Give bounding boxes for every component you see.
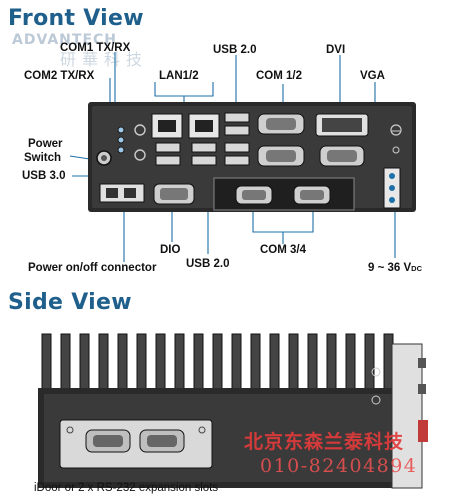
- dvi-label: DVI: [326, 44, 346, 56]
- com12-label: COM 1/2: [256, 70, 303, 82]
- screw-hole: [134, 149, 146, 161]
- heatsink-fin: [345, 333, 356, 391]
- dvi-port: [315, 113, 369, 137]
- heatsink-fin: [212, 333, 223, 391]
- side-end-bracket: [391, 343, 423, 489]
- dealer-stamp-phone: 010-82404894: [260, 455, 418, 477]
- dc-input-terminal: [383, 167, 401, 209]
- dio-label: DIO: [160, 244, 181, 256]
- usb30-label: USB 3.0: [22, 170, 66, 182]
- heatsink-fin: [41, 333, 52, 391]
- dealer-stamp-cn: 北京东森兰泰科技: [244, 431, 405, 453]
- heatsink-fin: [174, 333, 185, 391]
- expansion-slot-panel: [59, 419, 213, 469]
- voltage-sub: DC: [411, 264, 423, 273]
- com34-label: COM 3/4: [260, 244, 307, 256]
- vga-port: [319, 145, 365, 167]
- front-view-title: Front View: [8, 6, 144, 31]
- ground-icon: [390, 124, 402, 136]
- power-connector-block: [99, 183, 145, 203]
- usb20-top-label: USB 2.0: [213, 44, 257, 56]
- usb30-port: [155, 155, 181, 166]
- screw-hole: [392, 146, 400, 154]
- heatsink-fin: [307, 333, 318, 391]
- heatsink-fin: [193, 333, 204, 391]
- side-chassis: [38, 333, 428, 489]
- voltage-label: 9 ~ 36 VDC: [368, 262, 422, 274]
- side-view-title: Side View: [8, 290, 132, 315]
- heatsink-fins: [41, 333, 394, 391]
- status-leds: [117, 126, 125, 154]
- usb20-port: [191, 142, 217, 153]
- leader-lan-right: [184, 82, 214, 97]
- com34-panel: [213, 177, 355, 211]
- usb20-port: [224, 142, 250, 153]
- heatsink-fin: [288, 333, 299, 391]
- screw-hole: [134, 124, 146, 136]
- com2-led: [117, 136, 125, 144]
- expansion-label: iDoor or 2 x RS-232 expansion slots: [34, 482, 219, 494]
- heatsink-fin: [98, 333, 109, 391]
- usb20-port: [224, 125, 250, 136]
- heatsink-fin: [155, 333, 166, 391]
- usb30-port: [155, 142, 181, 153]
- usb30-ports: [155, 142, 217, 166]
- heatsink-fin: [136, 333, 147, 391]
- side-connector: [418, 420, 428, 442]
- com2-txrx-label: COM2 TX/RX: [24, 70, 95, 82]
- dio-port: [153, 183, 195, 205]
- voltage-main: 9 ~ 36 V: [368, 262, 412, 274]
- power-connector-label: Power on/off connector: [28, 262, 157, 274]
- led-3: [117, 146, 125, 154]
- front-chassis: [88, 102, 416, 212]
- power-switch-label-1: Power: [28, 138, 63, 150]
- heatsink-fin: [250, 333, 261, 391]
- usb20-port: [224, 155, 250, 166]
- heatsink-fin: [117, 333, 128, 391]
- com1-led: [117, 126, 125, 134]
- power-switch-label-2: Switch: [24, 152, 62, 164]
- usb20-port: [191, 155, 217, 166]
- vga-label: VGA: [360, 70, 385, 82]
- com1-txrx-label: COM1 TX/RX: [60, 42, 131, 54]
- com12-ports: [257, 113, 305, 167]
- heatsink-fin: [269, 333, 280, 391]
- heatsink-fin: [326, 333, 337, 391]
- usb20-bottom-label: USB 2.0: [186, 258, 230, 270]
- usb20-port: [224, 112, 250, 123]
- heatsink-fin: [79, 333, 90, 391]
- lan-ports: [151, 113, 220, 139]
- advantech-watermark-cn: 研華科技: [60, 50, 149, 69]
- advantech-watermark-logo: ADVANTECH: [12, 32, 117, 48]
- heatsink-fin: [231, 333, 242, 391]
- lan-label: LAN1/2: [159, 70, 199, 82]
- heatsink-fin: [60, 333, 71, 391]
- usb20-stack-ports: [224, 112, 250, 166]
- heatsink-fin: [364, 333, 375, 391]
